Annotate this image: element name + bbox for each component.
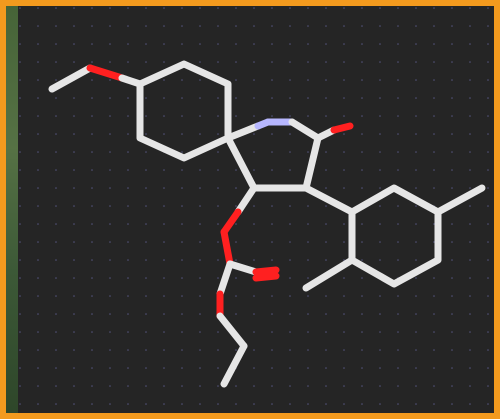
bond-group xyxy=(48,60,486,388)
molecule-canvas[interactable] xyxy=(18,6,494,413)
bond-nitrogen-carbonyl xyxy=(288,118,322,142)
bond-carbonate-co-double-2 xyxy=(252,272,280,282)
bond-alpha-aromatic xyxy=(302,184,356,216)
bond-carbonate-carbon-to-co xyxy=(226,260,260,276)
bond-ethyl xyxy=(220,342,248,388)
bond-oxygen-ring xyxy=(86,64,126,82)
molecule-svg xyxy=(18,6,494,413)
bond-methyl-oxygen xyxy=(48,64,94,93)
bond-carbonate-co-double-1 xyxy=(252,266,280,276)
bond-ch2-o xyxy=(220,208,242,236)
bond-aromatic-methyl-left xyxy=(302,256,356,292)
left-decorative-strip xyxy=(6,6,18,413)
bond-carbonyl-alpha xyxy=(302,134,322,192)
bond-aromatic-methyl-top xyxy=(434,184,486,216)
bond-o-ethyl xyxy=(216,312,248,350)
bond-carbonyl-oxygen-2 xyxy=(330,122,354,134)
bond-carbonate-carbon-to-o xyxy=(216,260,234,298)
bond-spiro-ring xyxy=(224,122,262,142)
bond-betal-ch2 xyxy=(234,184,258,216)
bond-o-carbonate-carbon xyxy=(220,228,234,268)
bond-betal-spiro xyxy=(224,134,258,192)
